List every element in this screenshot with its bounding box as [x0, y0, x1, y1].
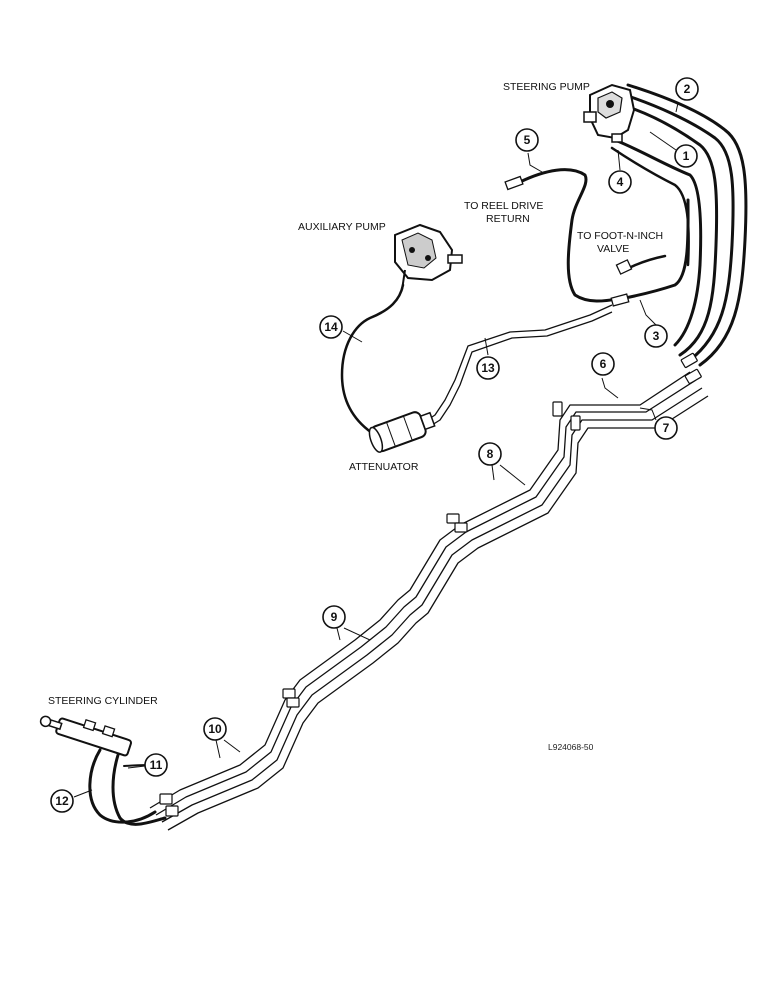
callout-14: 14 — [319, 315, 343, 339]
steering-cylinder-label: STEERING CYLINDER — [48, 695, 158, 707]
svg-text:2: 2 — [684, 82, 691, 96]
callout-10: 10 — [203, 717, 227, 741]
to-foot-n-inch-label-line2: VALVE — [597, 243, 629, 255]
fitting — [680, 352, 698, 369]
fitting — [282, 688, 296, 699]
attenuator — [368, 411, 436, 453]
callout-7: 7 — [654, 416, 678, 440]
callouts: 2 1 4 5 3 6 7 13 14 8 9 10 11 12 — [50, 77, 699, 813]
auxiliary-pump-label: AUXILIARY PUMP — [298, 221, 386, 233]
svg-text:7: 7 — [663, 421, 670, 435]
attenuator-label: ATTENUATOR — [349, 461, 419, 473]
fitting — [552, 401, 563, 417]
callout-6: 6 — [591, 352, 615, 376]
svg-text:13: 13 — [481, 361, 495, 375]
fitting — [570, 415, 581, 431]
to-foot-n-inch-label-line1: TO FOOT-N-INCH — [577, 230, 663, 242]
fitting — [446, 513, 460, 524]
auxiliary-pump-hose — [340, 283, 405, 437]
callout-12: 12 — [50, 789, 74, 813]
figure-code: L924068-50 — [548, 742, 594, 752]
callout-2: 2 — [675, 77, 699, 101]
text-labels: STEERING PUMP TO REEL DRIVE RETURN TO FO… — [48, 81, 663, 752]
steering-pump — [583, 83, 636, 143]
svg-text:9: 9 — [331, 610, 338, 624]
fitting — [286, 697, 300, 708]
svg-text:11: 11 — [150, 758, 163, 772]
callout-4: 4 — [608, 170, 632, 194]
svg-text:5: 5 — [524, 133, 531, 147]
callout-5: 5 — [515, 128, 539, 152]
callout-8: 8 — [478, 442, 502, 466]
leader-lines — [73, 102, 679, 798]
callout-11: 11 — [144, 753, 168, 777]
hose-to-tube-fittings — [680, 352, 702, 385]
svg-text:6: 6 — [600, 357, 607, 371]
callout-1: 1 — [674, 144, 698, 168]
steering-cylinder — [39, 715, 132, 757]
to-reel-drive-label-line2: RETURN — [486, 213, 530, 225]
to-reel-drive-label-line1: TO REEL DRIVE — [464, 200, 543, 212]
svg-text:12: 12 — [55, 794, 69, 808]
attenuator-tube — [419, 304, 613, 431]
svg-text:8: 8 — [487, 447, 494, 461]
fitting — [454, 522, 468, 533]
callout-9: 9 — [322, 605, 346, 629]
callout-13: 13 — [476, 356, 500, 380]
pump-hoses — [610, 83, 748, 367]
reel-drive-return-hose — [504, 168, 690, 303]
callout-3: 3 — [644, 324, 668, 348]
steering-tube-assembly — [149, 371, 709, 831]
tube-fittings — [159, 401, 581, 817]
foot-n-inch-hose — [610, 254, 667, 307]
steering-pump-label: STEERING PUMP — [503, 81, 590, 93]
auxiliary-pump — [394, 223, 463, 291]
fitting — [684, 368, 702, 385]
svg-text:1: 1 — [683, 149, 690, 163]
svg-text:14: 14 — [324, 320, 338, 334]
svg-text:4: 4 — [617, 175, 624, 189]
svg-text:3: 3 — [653, 329, 660, 343]
fitting — [159, 793, 173, 805]
fitting — [165, 805, 179, 817]
svg-text:10: 10 — [208, 722, 222, 736]
